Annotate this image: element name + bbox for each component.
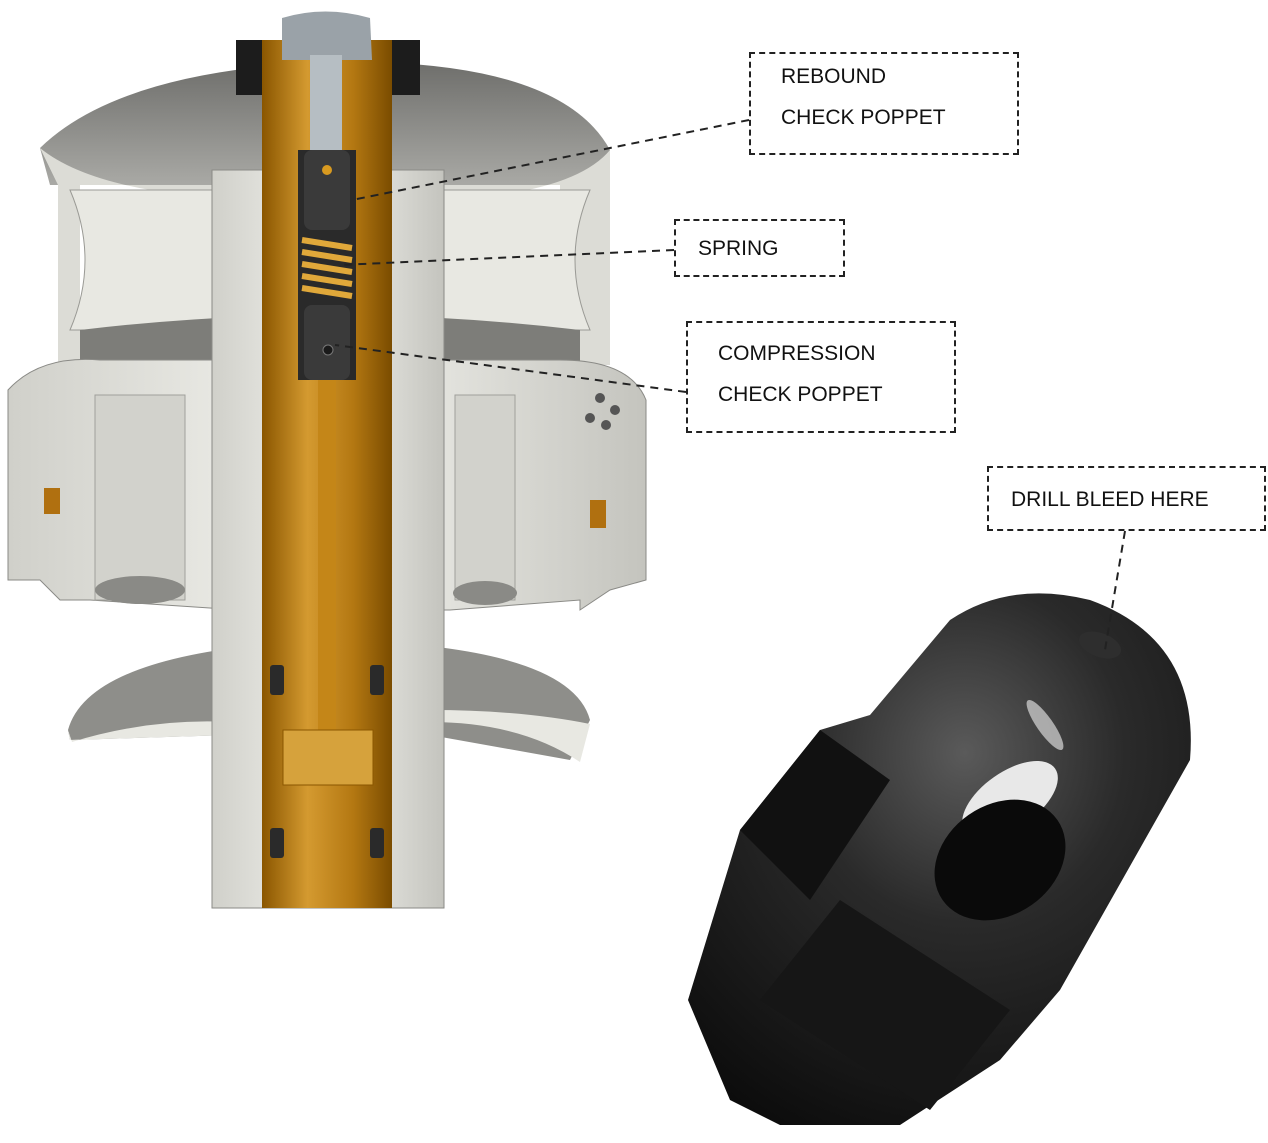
bleed-hole-1: [595, 393, 605, 403]
left-pin: [44, 488, 60, 514]
black-poppet-part: [688, 593, 1191, 1125]
rebound-poppet-orifice: [322, 165, 332, 175]
label-rebound-line2: CHECK POPPET: [781, 106, 946, 129]
label-compression-line1: COMPRESSION: [718, 342, 876, 365]
black-part-flat-1: [740, 730, 890, 900]
right-cavity: [439, 189, 591, 331]
leader-lines: [334, 119, 1126, 651]
right-pin: [590, 500, 606, 528]
callout-spring: SPRING: [674, 219, 845, 277]
black-part-flat-2: [760, 900, 1010, 1110]
right-port-bottom: [453, 581, 517, 605]
callout-drill-bleed: DRILL BLEED HERE: [987, 466, 1266, 531]
bleed-hole-4: [585, 413, 595, 423]
bleed-hole-2: [610, 405, 620, 415]
spring-coils: [301, 237, 353, 299]
o-ring-grooves: [270, 665, 384, 858]
black-part-highlight: [1026, 700, 1064, 750]
callout-compression-check-poppet: COMPRESSION CHECK POPPET: [686, 321, 956, 433]
lower-flange-rim: [68, 710, 590, 762]
top-screw-stem: [310, 55, 342, 150]
callout-rebound-check-poppet: REBOUND CHECK POPPET: [749, 52, 1019, 155]
cutaway-assembly: [7, 11, 647, 909]
flow-channel: [318, 380, 336, 740]
label-compression-line2: CHECK POPPET: [718, 383, 883, 406]
left-port-bottom: [95, 576, 185, 604]
right-port: [454, 394, 516, 601]
drill-site: [1078, 631, 1122, 659]
label-rebound-line1: REBOUND: [781, 65, 887, 88]
lower-brass-block: [282, 729, 374, 786]
leader-drill: [1104, 530, 1126, 651]
bleed-hole-3: [601, 420, 611, 430]
left-port: [94, 394, 186, 601]
compression-poppet-shape: [304, 305, 350, 380]
top-screw: [282, 11, 372, 60]
rebound-poppet-shape: [304, 150, 350, 230]
label-drill-bleed: DRILL BLEED HERE: [1011, 488, 1209, 511]
leader-rebound: [351, 119, 750, 201]
compression-poppet-orifice: [322, 344, 334, 356]
label-spring: SPRING: [698, 237, 779, 260]
black-part-bore: [934, 799, 1066, 921]
left-cavity: [69, 189, 216, 331]
leader-compression: [334, 344, 687, 393]
